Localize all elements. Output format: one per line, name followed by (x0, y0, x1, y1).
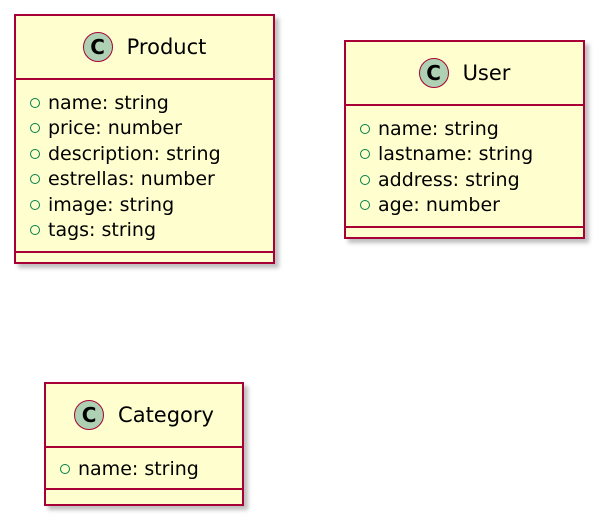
class-header: C Category (46, 384, 242, 448)
attribute: address: string (360, 167, 583, 193)
class-badge-letter: C (426, 61, 441, 85)
attribute-list: name: string lastname: string address: s… (346, 106, 583, 228)
class-badge-icon: C (82, 32, 113, 62)
class-name: Product (126, 35, 207, 59)
attribute-list: name: string (46, 448, 242, 490)
attribute: tags: string (30, 218, 273, 244)
public-visibility-icon (360, 123, 370, 134)
public-visibility-icon (30, 123, 40, 134)
class-name: Category (118, 403, 214, 427)
attribute-label: name: string (48, 91, 169, 114)
attribute: name: string (30, 90, 273, 116)
attribute-label: tags: string (48, 219, 157, 242)
method-list (46, 490, 242, 504)
class-badge-letter: C (81, 403, 97, 427)
attribute-label: image: string (48, 193, 175, 216)
class-user[interactable]: C User name: string lastname: string add… (344, 40, 585, 239)
attribute: estrellas: number (30, 167, 273, 193)
public-visibility-icon (30, 148, 40, 159)
class-category[interactable]: C Category name: string (44, 382, 244, 506)
public-visibility-icon (360, 174, 370, 185)
public-visibility-icon (360, 200, 370, 211)
public-visibility-icon (30, 199, 40, 210)
class-badge-letter: C (90, 35, 105, 59)
attribute-label: age: number (378, 194, 500, 217)
attribute-label: estrellas: number (48, 168, 215, 191)
attribute: price: number (30, 116, 273, 142)
public-visibility-icon (30, 97, 40, 108)
attribute-label: name: string (78, 457, 199, 480)
attribute-label: address: string (378, 168, 520, 191)
attribute: image: string (30, 192, 273, 218)
public-visibility-icon (30, 174, 40, 185)
attribute-label: name: string (378, 117, 499, 140)
class-name: User (462, 61, 511, 85)
public-visibility-icon (60, 463, 70, 474)
attribute-label: description: string (48, 142, 221, 165)
class-header: C Product (16, 16, 273, 80)
attribute-label: price: number (48, 117, 182, 140)
attribute-label: lastname: string (378, 143, 534, 166)
attribute: description: string (30, 141, 273, 167)
attribute: name: string (60, 456, 242, 482)
public-visibility-icon (30, 225, 40, 236)
class-badge-icon: C (74, 400, 105, 430)
class-header: C User (346, 42, 583, 106)
attribute: age: number (360, 193, 583, 219)
class-product[interactable]: C Product name: string price: number des… (14, 14, 275, 264)
attribute: name: string (360, 116, 583, 142)
method-list (346, 228, 583, 242)
method-list (16, 253, 273, 267)
class-badge-icon: C (418, 58, 449, 88)
attribute: lastname: string (360, 142, 583, 168)
attribute-list: name: string price: number description: … (16, 80, 273, 253)
public-visibility-icon (360, 149, 370, 160)
